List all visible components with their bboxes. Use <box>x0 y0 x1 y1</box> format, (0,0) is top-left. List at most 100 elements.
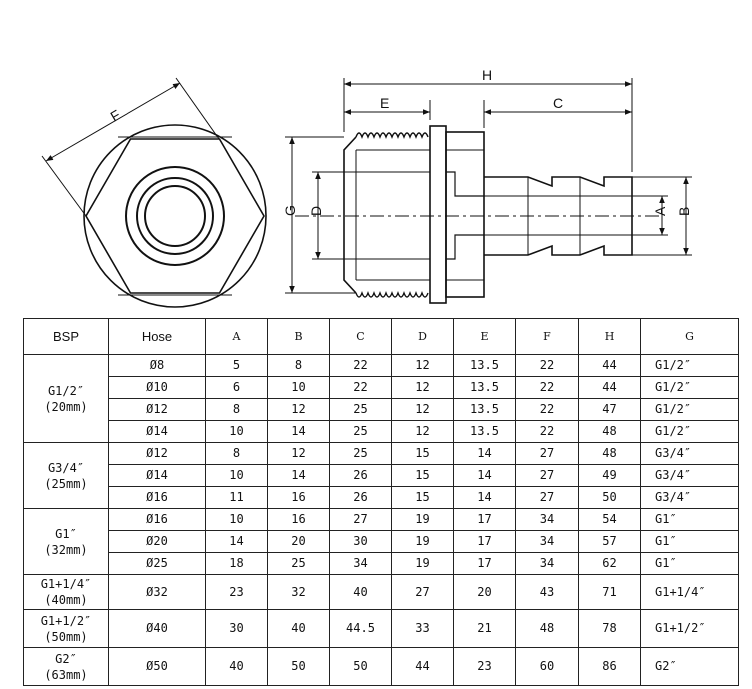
cell-d: 12 <box>391 398 454 421</box>
cell-a: 30 <box>205 609 268 648</box>
cell-f: 22 <box>515 420 579 443</box>
cell-e: 14 <box>453 464 516 487</box>
cell-hose: Ø14 <box>108 464 206 487</box>
cell-g: G1+1/4″ <box>640 574 739 610</box>
bore-inner-circle <box>144 185 206 247</box>
cell-b: 14 <box>267 420 330 443</box>
cell-h: 48 <box>578 442 641 465</box>
technical-drawing: F <box>41 67 692 308</box>
cell-h: 44 <box>578 354 641 377</box>
cell-hose: Ø40 <box>108 609 206 648</box>
cell-hose: Ø12 <box>108 442 206 465</box>
cell-c: 50 <box>329 647 392 686</box>
cell-hose: Ø32 <box>108 574 206 610</box>
cell-d: 33 <box>391 609 454 648</box>
header-g: G <box>640 318 739 355</box>
bsp-mm: (25mm) <box>44 476 88 491</box>
cell-g: G1/2″ <box>640 420 739 443</box>
cell-c: 22 <box>329 376 392 399</box>
bsp-cell: G1+1/2″(50mm) <box>23 609 109 648</box>
cell-b: 12 <box>267 398 330 421</box>
cell-a: 10 <box>205 420 268 443</box>
cell-d: 19 <box>391 508 454 531</box>
cell-g: G1/2″ <box>640 354 739 377</box>
bsp-size: G1/2″ <box>47 383 85 398</box>
bsp-size: G1″ <box>55 526 77 541</box>
cell-hose: Ø50 <box>108 647 206 686</box>
cell-f: 27 <box>515 464 579 487</box>
cell-b: 16 <box>267 508 330 531</box>
cell-e: 13.5 <box>453 354 516 377</box>
cell-hose: Ø20 <box>108 530 206 553</box>
cell-h: 57 <box>578 530 641 553</box>
cell-a: 10 <box>205 464 268 487</box>
header-a: A <box>205 318 268 355</box>
cell-g: G1/2″ <box>640 376 739 399</box>
bsp-mm: (40mm) <box>44 593 88 607</box>
bsp-size: G3/4″ <box>47 460 85 475</box>
cell-a: 6 <box>205 376 268 399</box>
cell-hose: Ø16 <box>108 508 206 531</box>
cell-h: 54 <box>578 508 641 531</box>
cell-b: 14 <box>267 464 330 487</box>
cell-a: 18 <box>205 552 268 575</box>
cell-a: 5 <box>205 354 268 377</box>
bsp-cell: G1+1/4″(40mm) <box>23 574 109 610</box>
cell-c: 25 <box>329 442 392 465</box>
cell-e: 13.5 <box>453 398 516 421</box>
dimension-label-c: C <box>553 95 563 111</box>
thread-top <box>355 132 429 139</box>
cell-hose: Ø12 <box>108 398 206 421</box>
cell-e: 20 <box>453 574 516 610</box>
dimension-label-b: B <box>676 207 692 216</box>
cell-f: 34 <box>515 530 579 553</box>
cell-c: 26 <box>329 486 392 509</box>
header-h: H <box>578 318 641 355</box>
cell-hose: Ø10 <box>108 376 206 399</box>
cell-g: G1″ <box>640 508 739 531</box>
cell-c: 40 <box>329 574 392 610</box>
cell-b: 20 <box>267 530 330 553</box>
cell-c: 22 <box>329 354 392 377</box>
cell-d: 15 <box>391 486 454 509</box>
cell-a: 40 <box>205 647 268 686</box>
dimension-f <box>41 77 220 217</box>
cell-f: 60 <box>515 647 579 686</box>
cell-h: 50 <box>578 486 641 509</box>
cell-hose: Ø14 <box>108 420 206 443</box>
cell-hose: Ø16 <box>108 486 206 509</box>
cell-e: 17 <box>453 530 516 553</box>
cell-hose: Ø25 <box>108 552 206 575</box>
cell-g: G1+1/2″ <box>640 609 739 648</box>
cell-h: 44 <box>578 376 641 399</box>
cell-a: 8 <box>205 398 268 421</box>
cell-b: 40 <box>267 609 330 648</box>
bore-middle-circle <box>136 177 214 255</box>
cell-f: 34 <box>515 552 579 575</box>
cell-f: 27 <box>515 442 579 465</box>
cell-b: 50 <box>267 647 330 686</box>
dimension-label-d: D <box>308 206 324 216</box>
dimension-label-e: E <box>380 95 389 111</box>
cell-a: 10 <box>205 508 268 531</box>
cell-e: 14 <box>453 486 516 509</box>
table-header: BSP Hose A B C D E F H G <box>23 318 739 355</box>
cell-f: 34 <box>515 508 579 531</box>
cell-b: 32 <box>267 574 330 610</box>
cell-h: 71 <box>578 574 641 610</box>
cell-hose: Ø8 <box>108 354 206 377</box>
bsp-mm: (32mm) <box>44 542 88 557</box>
cell-b: 16 <box>267 486 330 509</box>
cell-d: 15 <box>391 464 454 487</box>
end-view-hex <box>83 124 267 308</box>
cell-f: 27 <box>515 486 579 509</box>
header-b: B <box>267 318 330 355</box>
cell-d: 15 <box>391 442 454 465</box>
cell-f: 22 <box>515 354 579 377</box>
hex-outer-circle <box>83 124 267 308</box>
dimension-label-g: G <box>282 205 298 216</box>
bsp-cell: G1″(32mm) <box>23 508 109 575</box>
